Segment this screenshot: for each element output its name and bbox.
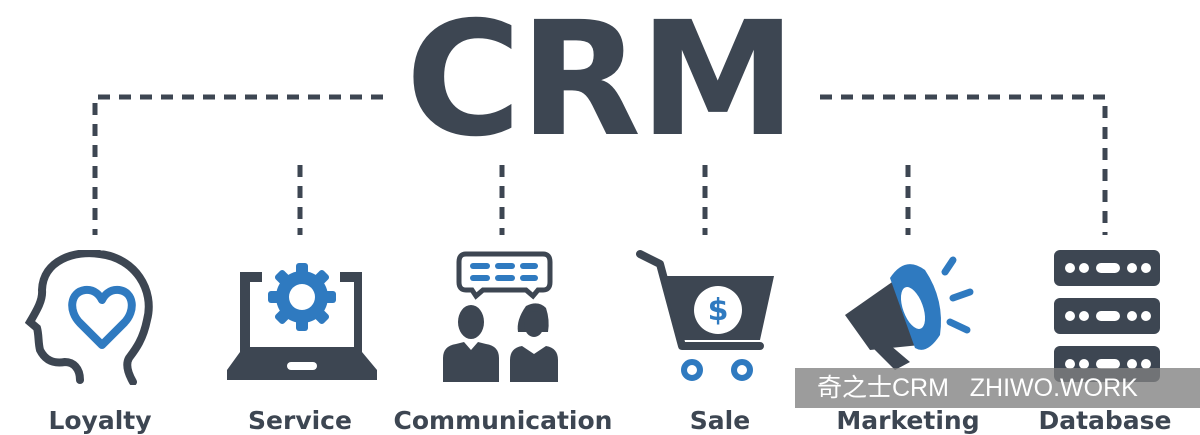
shopping-cart-dollar-icon: $: [636, 250, 774, 381]
watermark-banner: 奇之士CRM ZHIWO.WORK: [795, 368, 1200, 408]
head-heart-icon: [25, 250, 153, 385]
label-database: Database: [1038, 406, 1172, 435]
label-sale: Sale: [689, 406, 751, 435]
megaphone-icon: [845, 256, 974, 370]
server-stack-icon: [1054, 250, 1160, 382]
label-communication: Communication: [393, 406, 613, 435]
laptop-gear-icon: [227, 263, 377, 380]
label-service: Service: [248, 406, 352, 435]
crm-title: CRM: [405, 0, 797, 172]
label-loyalty: Loyalty: [48, 406, 152, 435]
label-marketing: Marketing: [836, 406, 980, 435]
connector-left: [92, 94, 383, 235]
svg-text:$: $: [708, 293, 729, 328]
connector-right: [820, 94, 1108, 235]
people-chat-icon: [443, 251, 558, 382]
